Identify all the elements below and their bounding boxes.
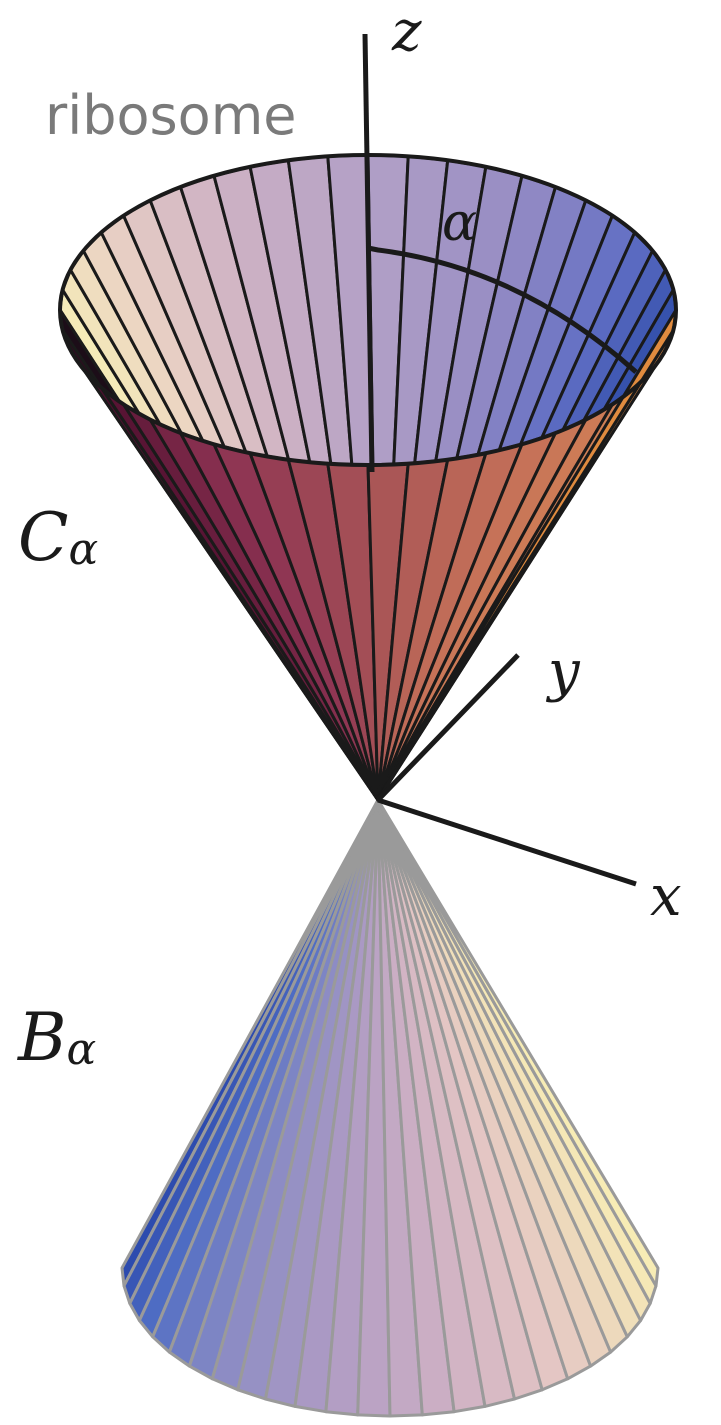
angle-arc — [367, 245, 638, 374]
y-axis — [376, 653, 520, 802]
axes — [362, 33, 637, 887]
z-axis — [362, 33, 375, 473]
angle-label: α — [442, 193, 477, 253]
upper-cone-label: Cα — [18, 499, 98, 576]
upper-cone-label-main: C — [18, 499, 69, 576]
lower-cone-label-main: B — [17, 999, 67, 1076]
lower-cone-label-sub: α — [67, 1024, 97, 1075]
lower-cone — [120, 798, 660, 1418]
angle-marker: α — [367, 193, 638, 374]
upper-cone — [58, 153, 678, 802]
y-axis-label: y — [545, 639, 581, 704]
upper-cone-outer-surface — [58, 153, 678, 802]
caption-ribosome: ribosome — [45, 84, 297, 147]
x-axis — [377, 797, 637, 887]
x-axis-label: x — [650, 864, 682, 929]
lower-cone-label: Bα — [17, 999, 96, 1076]
lower-cone-facets — [120, 798, 660, 1418]
z-axis-label: z — [391, 0, 422, 64]
upper-cone-label-sub: α — [69, 524, 99, 575]
lower-cone-facet — [376, 798, 660, 1288]
